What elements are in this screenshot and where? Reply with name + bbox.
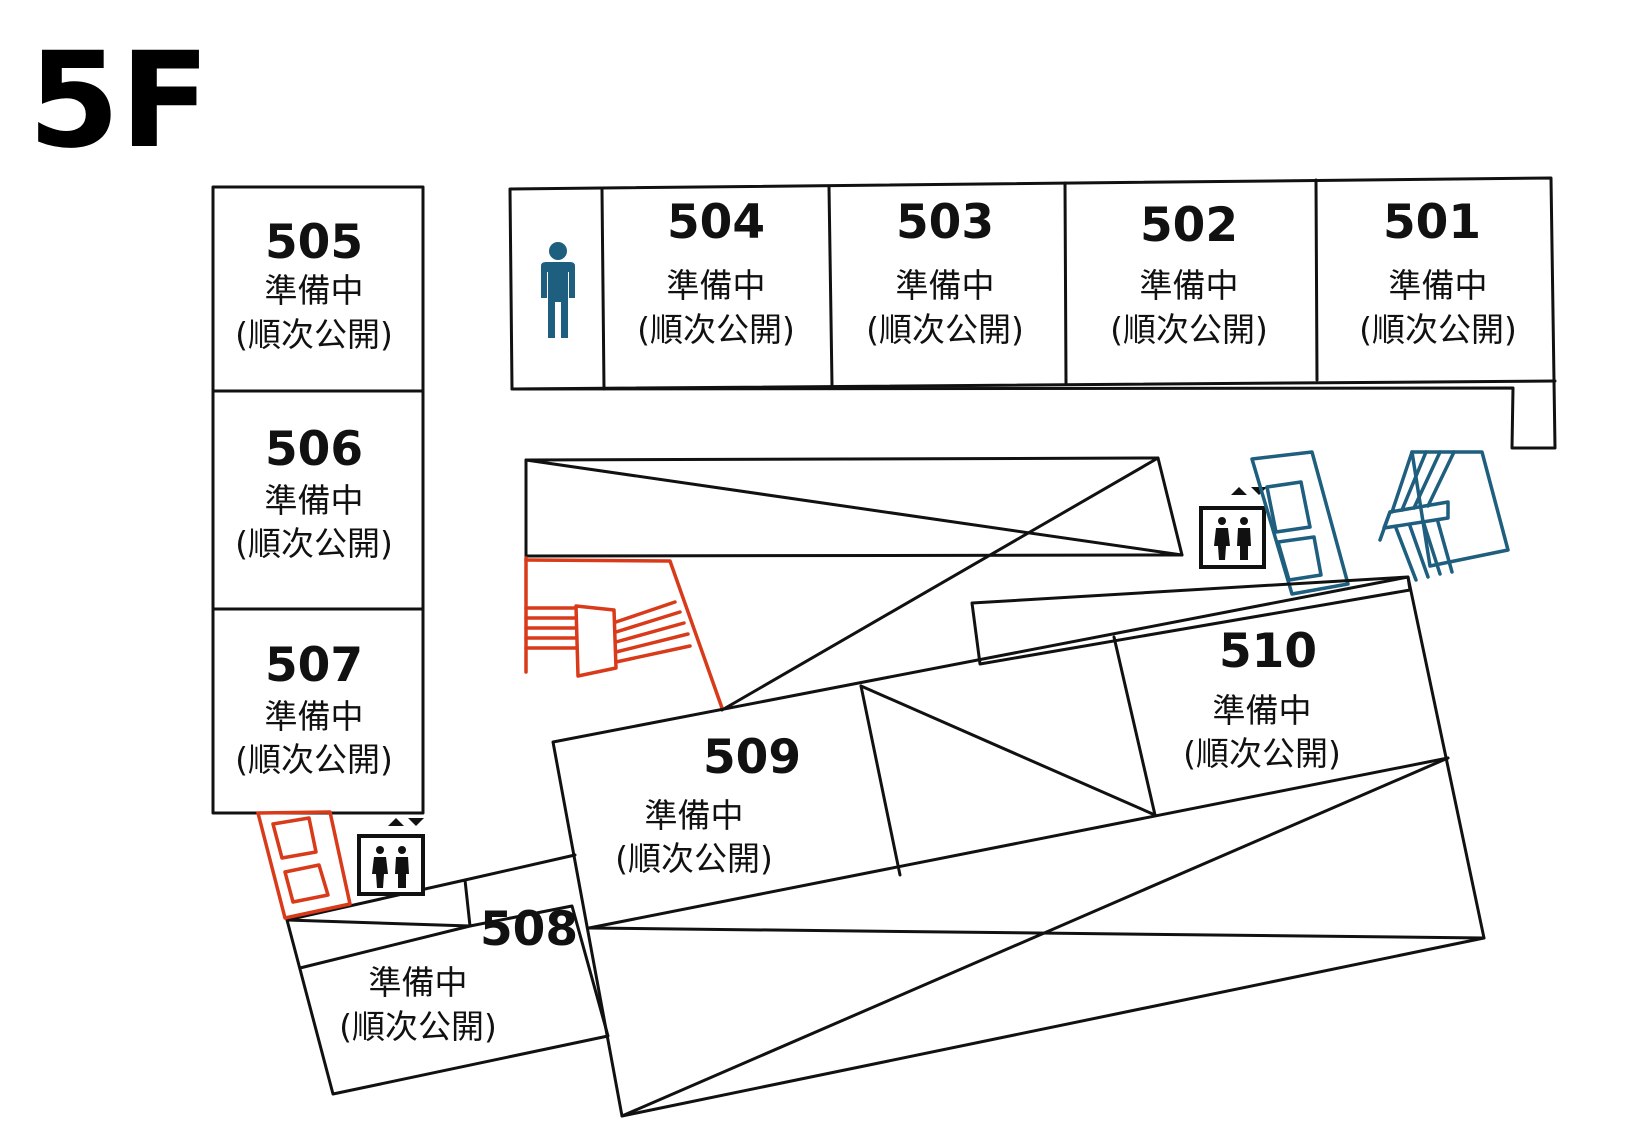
room-number: 503 bbox=[896, 195, 994, 250]
room-number: 507 bbox=[265, 638, 363, 693]
room-501[interactable]: 501 準備中 (順次公開) bbox=[1359, 195, 1517, 349]
room-502[interactable]: 502 準備中 (順次公開) bbox=[1110, 198, 1268, 349]
room-number: 510 bbox=[1219, 624, 1317, 679]
room-506[interactable]: 506 準備中 (順次公開) bbox=[211, 389, 425, 611]
room-number: 508 bbox=[480, 902, 578, 957]
elevator-icon bbox=[1199, 487, 1267, 569]
void-upper bbox=[524, 456, 1184, 712]
room-number: 502 bbox=[1140, 198, 1238, 253]
room-note: (順次公開) bbox=[1359, 310, 1517, 349]
room-510[interactable]: 510 準備中 (順次公開) bbox=[1183, 624, 1341, 773]
elevator-icon bbox=[357, 818, 425, 896]
floor-label: 5F bbox=[28, 24, 210, 178]
room-status: 準備中 bbox=[265, 697, 364, 736]
room-status: 準備中 bbox=[369, 963, 468, 1002]
room-number: 509 bbox=[703, 730, 801, 785]
stairs-icon bbox=[524, 556, 724, 710]
mens-restroom-icon bbox=[541, 242, 575, 338]
room-number: 501 bbox=[1383, 195, 1481, 250]
room-note: (順次公開) bbox=[235, 740, 393, 779]
room-note: (順次公開) bbox=[1183, 734, 1341, 773]
room-note: (順次公開) bbox=[339, 1007, 497, 1046]
room-status: 準備中 bbox=[1389, 266, 1488, 305]
room-note: (順次公開) bbox=[235, 524, 393, 563]
room-509[interactable]: 509 準備中 (順次公開) bbox=[615, 730, 801, 878]
room-504[interactable]: 504 準備中 (順次公開) bbox=[637, 195, 795, 349]
lower-left-wing bbox=[285, 853, 610, 1096]
room-status: 準備中 bbox=[265, 481, 364, 520]
room-note: (順次公開) bbox=[615, 839, 773, 878]
stairs-icon bbox=[1250, 450, 1510, 596]
room-number: 505 bbox=[265, 215, 363, 270]
room-status: 準備中 bbox=[265, 271, 364, 310]
room-503[interactable]: 503 準備中 (順次公開) bbox=[866, 195, 1024, 349]
room-status: 準備中 bbox=[645, 796, 744, 835]
room-note: (順次公開) bbox=[866, 310, 1024, 349]
room-number: 504 bbox=[667, 195, 765, 250]
room-status: 準備中 bbox=[1140, 266, 1239, 305]
room-508[interactable]: 508 準備中 (順次公開) bbox=[339, 902, 578, 1046]
main-block bbox=[551, 575, 1486, 1118]
room-507[interactable]: 507 準備中 (順次公開) bbox=[211, 607, 425, 815]
room-note: (順次公開) bbox=[1110, 310, 1268, 349]
room-status: 準備中 bbox=[1213, 691, 1312, 730]
top-wing bbox=[508, 176, 1557, 450]
room-505[interactable]: 505 準備中 (順次公開) bbox=[211, 185, 425, 393]
room-note: (順次公開) bbox=[637, 310, 795, 349]
room-status: 準備中 bbox=[667, 266, 766, 305]
room-number: 506 bbox=[265, 422, 363, 477]
room-status: 準備中 bbox=[896, 266, 995, 305]
room-note: (順次公開) bbox=[235, 315, 393, 354]
stairs-icon bbox=[256, 810, 352, 920]
